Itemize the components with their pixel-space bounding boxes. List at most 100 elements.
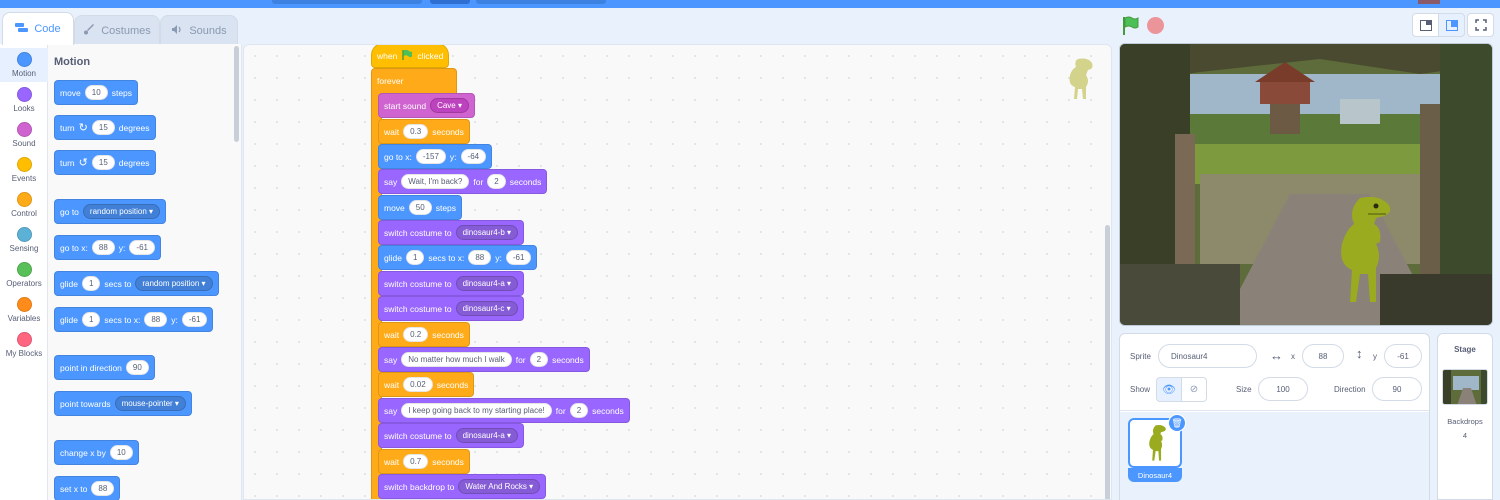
- wait-input[interactable]: 0.2: [403, 327, 429, 342]
- delete-sprite-button[interactable]: 🗑: [1168, 414, 1186, 432]
- y-input[interactable]: -64: [460, 149, 487, 164]
- steps-input[interactable]: 50: [408, 200, 432, 215]
- when-flag-clicked-block[interactable]: when clicked: [371, 45, 450, 68]
- stage-canvas[interactable]: [1119, 43, 1493, 326]
- large-stage-button[interactable]: [1438, 13, 1465, 37]
- direction-input[interactable]: 90: [125, 360, 149, 375]
- x-input[interactable]: 88: [144, 312, 168, 327]
- category-control[interactable]: Control: [0, 188, 48, 222]
- y-input[interactable]: -61: [181, 312, 208, 327]
- towards-dropdown[interactable]: mouse-pointer: [114, 396, 186, 411]
- category-operators[interactable]: Operators: [0, 258, 48, 292]
- small-stage-button[interactable]: [1412, 13, 1439, 37]
- secs-input[interactable]: 1: [81, 276, 101, 291]
- costume-dropdown[interactable]: dinosaur4-c: [455, 301, 518, 316]
- x-position-input[interactable]: 88: [1302, 344, 1344, 368]
- degrees-input[interactable]: 15: [91, 155, 115, 170]
- fullscreen-button[interactable]: [1467, 13, 1494, 37]
- steps-input[interactable]: 10: [84, 85, 108, 100]
- palette-scrollbar[interactable]: [234, 46, 239, 142]
- direction-input[interactable]: 90: [1372, 377, 1422, 401]
- show-sprite-button[interactable]: 👁: [1156, 377, 1182, 402]
- size-input[interactable]: 100: [1258, 377, 1308, 401]
- costume-dropdown[interactable]: dinosaur4-a: [455, 428, 519, 443]
- x-input[interactable]: 88: [468, 250, 492, 265]
- sound-dropdown[interactable]: Cave: [430, 98, 469, 113]
- secs-input[interactable]: 2: [569, 403, 589, 418]
- message-input[interactable]: No matter how much I walk: [401, 352, 512, 367]
- x-change-input[interactable]: 10: [109, 445, 133, 460]
- tab-code[interactable]: Code: [2, 12, 74, 45]
- wait-input[interactable]: 0.3: [403, 124, 429, 139]
- hide-sprite-button[interactable]: ⊘: [1181, 377, 1207, 402]
- y-input[interactable]: -61: [505, 250, 532, 265]
- x-input[interactable]: -157: [415, 149, 446, 164]
- sprite-thumbnail-label[interactable]: Dinosaur4: [1128, 468, 1182, 482]
- secs-input[interactable]: 1: [405, 250, 425, 265]
- stage-selector[interactable]: Stage Backdrops 4: [1437, 333, 1493, 500]
- avatar[interactable]: [1418, 0, 1440, 4]
- secs-input[interactable]: 1: [81, 312, 101, 327]
- category-events[interactable]: Events: [0, 153, 48, 187]
- target-dropdown[interactable]: random position: [82, 204, 161, 219]
- target-dropdown[interactable]: random position: [135, 276, 213, 291]
- see-project-page-button[interactable]: [476, 0, 606, 4]
- degrees-input[interactable]: 15: [91, 120, 115, 135]
- x-input[interactable]: 88: [91, 240, 115, 255]
- wait-input[interactable]: 0.02: [403, 377, 433, 392]
- category-variables[interactable]: Variables: [0, 293, 48, 327]
- costume-dropdown[interactable]: dinosaur4-b: [455, 225, 519, 240]
- tab-sounds[interactable]: Sounds: [160, 15, 238, 45]
- green-flag-icon[interactable]: [1120, 15, 1142, 37]
- secs-input[interactable]: 2: [487, 174, 506, 189]
- backdrop-dropdown[interactable]: Water And Rocks: [458, 479, 541, 494]
- project-title-field[interactable]: [272, 0, 422, 4]
- backdrop-thumbnail[interactable]: [1442, 369, 1488, 405]
- script-scrollbar[interactable]: [1105, 225, 1110, 499]
- y-input[interactable]: -61: [129, 240, 155, 255]
- message-input[interactable]: I keep going back to my starting place!: [401, 403, 552, 418]
- costume-dropdown[interactable]: dinosaur4-a: [455, 276, 519, 291]
- stop-icon[interactable]: [1147, 17, 1164, 34]
- dinosaur-sprite[interactable]: [1332, 194, 1396, 306]
- wait-input[interactable]: 0.7: [403, 454, 429, 469]
- y-position-input[interactable]: -61: [1384, 344, 1422, 368]
- sprite-name-input[interactable]: Dinosaur4: [1158, 344, 1257, 368]
- category-my-blocks[interactable]: My Blocks: [0, 328, 48, 362]
- tab-costumes[interactable]: Costumes: [74, 15, 160, 45]
- message-input[interactable]: Wait, I'm back?: [401, 174, 470, 189]
- secs-input[interactable]: 2: [529, 352, 549, 367]
- category-looks[interactable]: Looks: [0, 83, 48, 117]
- category-sound[interactable]: Sound: [0, 118, 48, 152]
- forever-block[interactable]: forever: [371, 68, 457, 94]
- x-value-input[interactable]: 88: [91, 481, 115, 496]
